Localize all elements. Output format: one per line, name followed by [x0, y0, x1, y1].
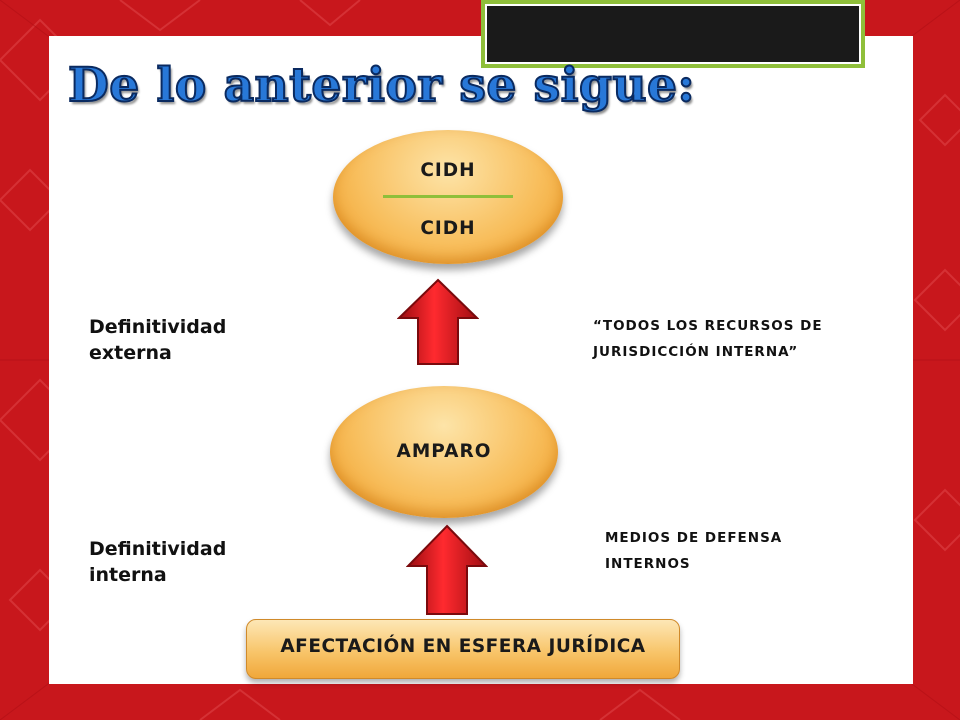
cidh-node-divider [383, 195, 513, 198]
base-node-label: AFECTACIÓN EN ESFERA JURÍDICA [280, 636, 646, 657]
label-definitividad-externa: Definitividad externa [89, 314, 226, 366]
up-arrow-icon [406, 524, 488, 615]
note-todos-los-recursos: “TODOS LOS RECURSOS DE JURISDICCIÓN INTE… [593, 313, 823, 365]
base-node: AFECTACIÓN EN ESFERA JURÍDICA [246, 619, 680, 679]
cidh-node-label-lower: CIDH [420, 218, 476, 239]
amparo-node: AMPARO [330, 386, 558, 518]
cidh-node-label-upper: CIDH [420, 160, 476, 181]
label-definitividad-interna: Definitividad interna [89, 536, 226, 588]
amparo-node-label: AMPARO [396, 441, 492, 462]
note-line: JURISDICCIÓN INTERNA” [593, 344, 799, 360]
slide-title: De lo anterior se sigue: [67, 57, 696, 114]
title-placeholder-inner [485, 4, 861, 64]
label-line: externa [89, 342, 172, 364]
up-arrow-icon [397, 278, 479, 365]
note-line: INTERNOS [605, 556, 691, 572]
cidh-node: CIDH CIDH [333, 130, 563, 264]
label-line: Definitividad [89, 316, 227, 338]
note-line: MEDIOS DE DEFENSA [605, 530, 783, 546]
label-line: Definitividad [89, 538, 227, 560]
note-medios-de-defensa: MEDIOS DE DEFENSA INTERNOS [605, 525, 782, 577]
note-line: “TODOS LOS RECURSOS DE [593, 318, 823, 334]
label-line: interna [89, 564, 167, 586]
title-placeholder-box [481, 0, 865, 68]
